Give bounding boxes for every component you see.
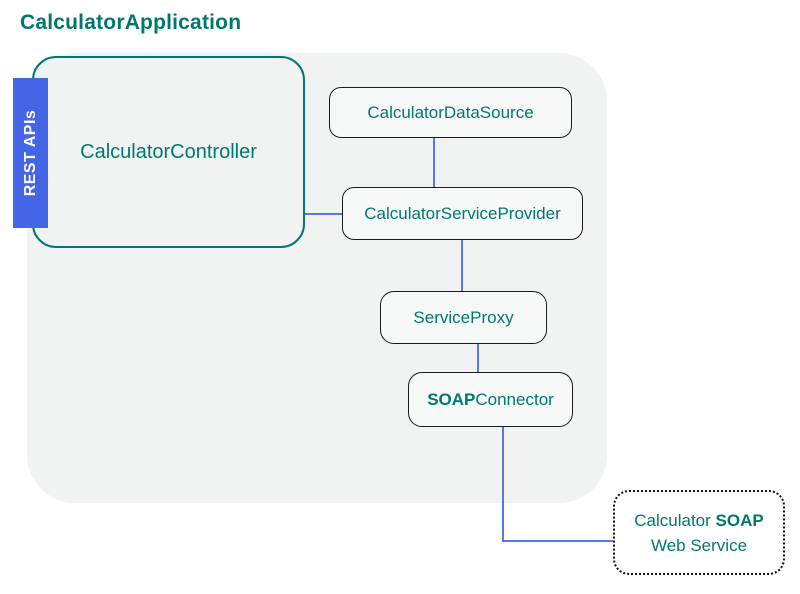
rest-apis-badge-label: REST APIs — [21, 109, 39, 197]
rest-apis-badge: REST APIs — [13, 78, 48, 228]
node-calculator-controller: CalculatorController — [32, 56, 305, 248]
node-soapconnector-label: SOAPConnector — [427, 389, 554, 409]
node-calculator-controller-label: CalculatorController — [80, 140, 257, 163]
node-serviceproxy: ServiceProxy — [380, 291, 547, 344]
edge-datasource-to-serviceprovider — [433, 137, 435, 188]
page-title: CalculatorApplication — [20, 11, 242, 34]
edge-serviceprovider-to-serviceproxy — [461, 239, 463, 292]
edge-serviceproxy-to-soapconnector — [477, 343, 479, 373]
node-calculator-serviceprovider-label: CalculatorServiceProvider — [364, 203, 561, 223]
node-calculator-soap-web-service: Calculator SOAP Web Service — [613, 490, 785, 575]
node-serviceproxy-label: ServiceProxy — [413, 307, 514, 327]
node-soap-web-service-line2: Web Service — [650, 535, 748, 555]
edge-controller-to-serviceprovider — [305, 213, 343, 215]
node-calculator-datasource-label: CalculatorDataSource — [367, 102, 534, 122]
node-soapconnector: SOAPConnector — [408, 372, 573, 427]
node-soap-web-service-line1: Calculator SOAP — [634, 510, 764, 530]
node-calculator-serviceprovider: CalculatorServiceProvider — [342, 187, 583, 240]
edge-soapconnector-to-webservice — [502, 427, 613, 542]
node-calculator-datasource: CalculatorDataSource — [329, 87, 572, 138]
